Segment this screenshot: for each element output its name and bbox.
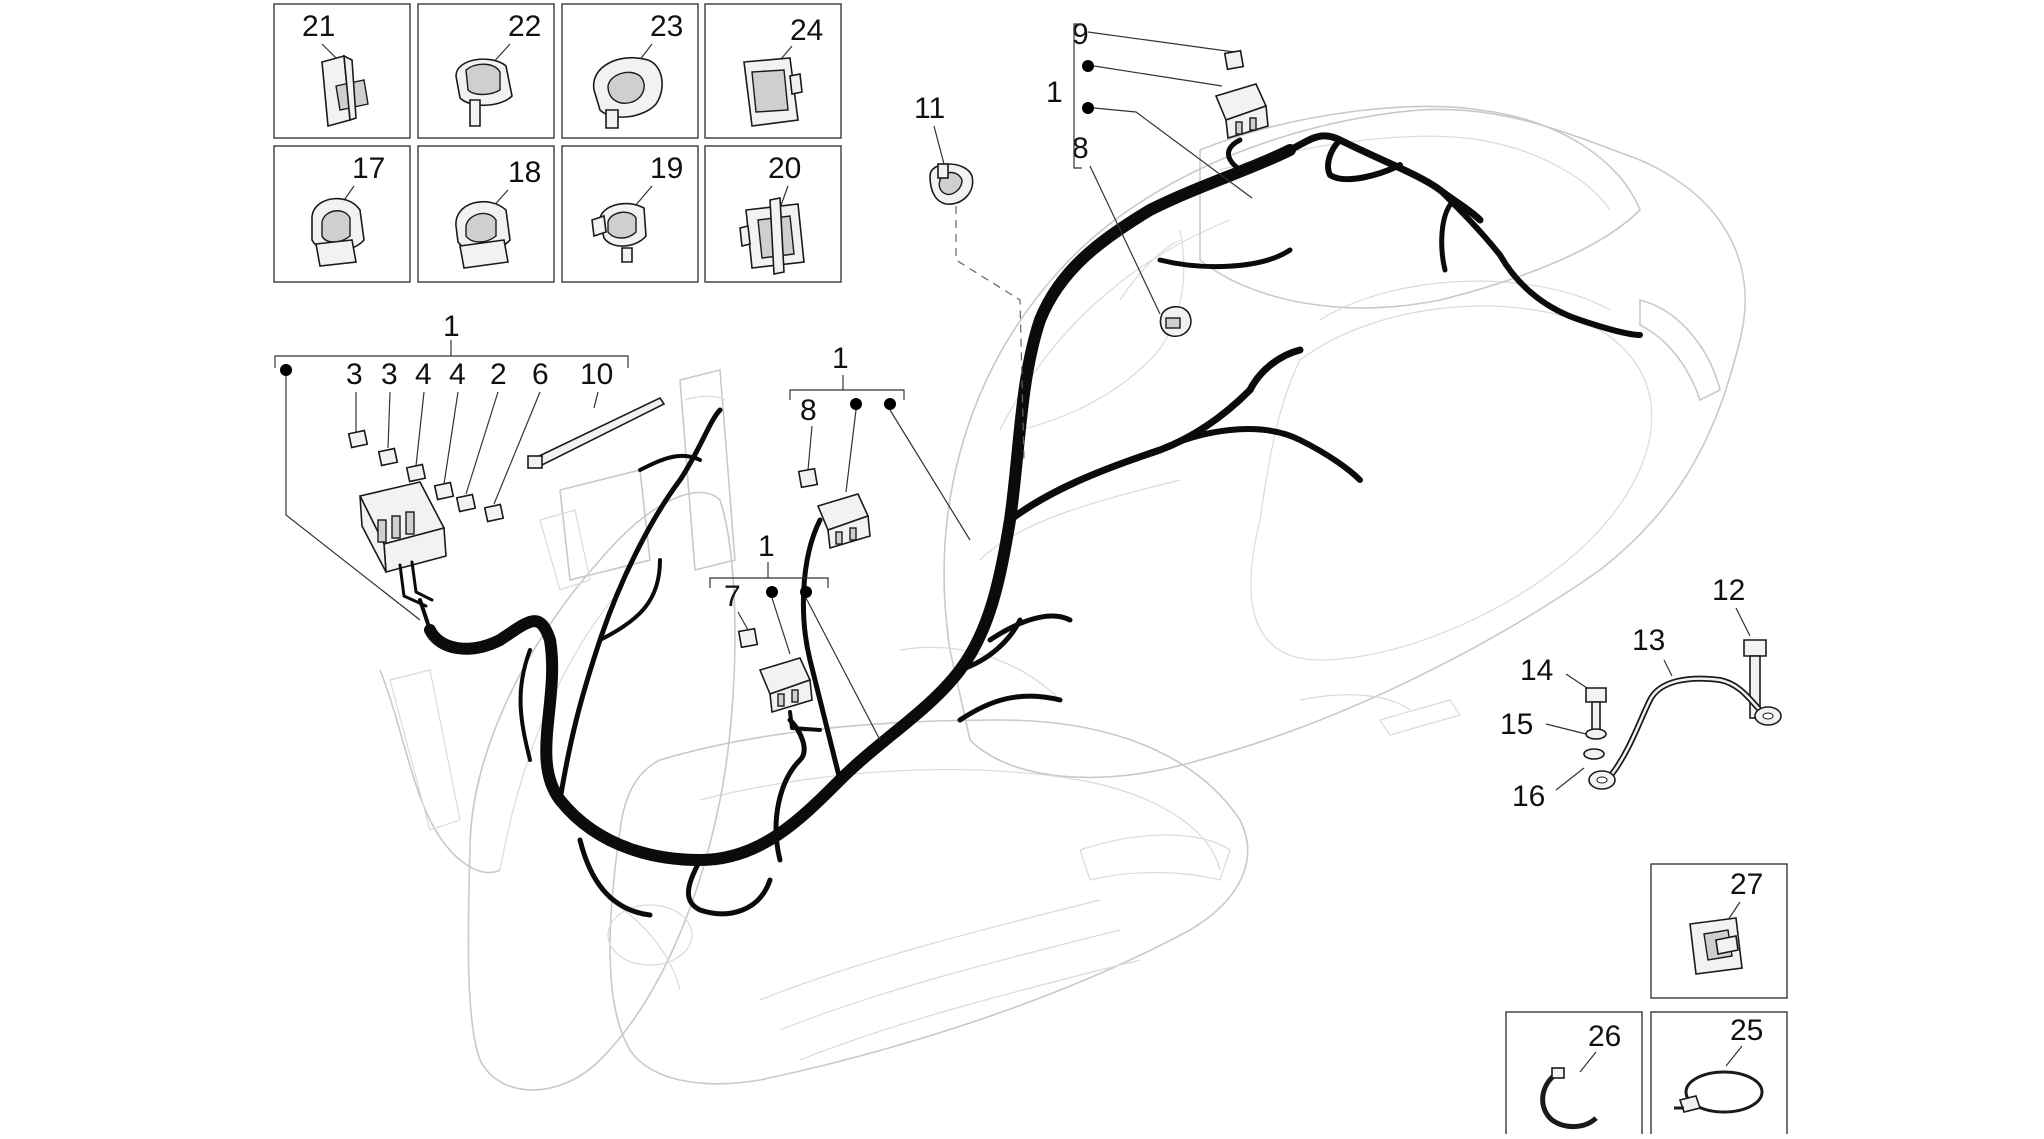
- washer-icon: [1585, 728, 1607, 740]
- scooter-body-outline: [379, 105, 1746, 1091]
- clip-part-22: [455, 43, 513, 127]
- bullet-dot: [884, 398, 896, 410]
- thumb-box-26: [1505, 1011, 1643, 1139]
- callout-1-low: 1: [758, 530, 775, 563]
- clip-part-19: [591, 185, 653, 263]
- ground-cable-icon: [1588, 675, 1782, 790]
- bolt-icon: [1585, 687, 1607, 733]
- thumb-label-18: 18: [508, 156, 541, 189]
- clip-part-24: [743, 45, 803, 127]
- fuse-icon: [405, 463, 427, 483]
- fuse-icon: [347, 429, 369, 449]
- relay-icon: [816, 493, 871, 550]
- callout-25: 25: [1730, 1014, 1763, 1047]
- thumb-label-23: 23: [650, 10, 683, 43]
- callout-16: 16: [1512, 780, 1545, 813]
- callout-10: 10: [580, 358, 613, 391]
- thumb-label-22: 22: [508, 10, 541, 43]
- callout-8-mid: 8: [800, 394, 817, 427]
- callout-7: 7: [724, 580, 741, 613]
- wiring-harness: [418, 132, 1643, 918]
- bullet-dot: [766, 586, 778, 598]
- callout-3b: 3: [381, 358, 398, 391]
- bottom-right-boxes: 27 26 25: [1505, 863, 1788, 1139]
- thumb-label-24: 24: [790, 14, 823, 47]
- callout-9: 9: [1072, 18, 1089, 51]
- bullet-dot: [280, 364, 292, 376]
- bullet-dot: [800, 586, 812, 598]
- bolt-icon: [1743, 639, 1767, 719]
- thumb-label-17: 17: [352, 152, 385, 185]
- thumb-label-20: 20: [768, 152, 801, 185]
- fuse-box-icon: [358, 481, 447, 608]
- clip-icon: [929, 163, 974, 205]
- relay-group-top: 9 1 8: [1046, 18, 1269, 338]
- fuse-icon: [797, 467, 819, 489]
- bullet-dot: [1082, 102, 1094, 114]
- part-11-group: 11: [914, 92, 1025, 461]
- callout-1-main: 1: [443, 310, 460, 343]
- cable-tie-ring-icon: [1540, 1051, 1598, 1129]
- callout-2: 2: [490, 358, 507, 391]
- bullet-dot: [1082, 60, 1094, 72]
- cable-tie-icon: [533, 396, 666, 468]
- ground-cable-group: 12 13 14 15 16: [1500, 574, 1782, 813]
- fuse-icon: [377, 447, 399, 467]
- relay-icon: [758, 657, 822, 732]
- callout-4a: 4: [415, 358, 432, 391]
- fuse-icon: [1223, 49, 1245, 71]
- clip-part-23: [592, 43, 663, 129]
- callout-3a: 3: [346, 358, 363, 391]
- callout-1-mid: 1: [832, 342, 849, 375]
- callout-15: 15: [1500, 708, 1533, 741]
- clip-part-27: [1689, 901, 1743, 975]
- callout-8-top: 8: [1072, 132, 1089, 165]
- callout-14: 14: [1520, 654, 1553, 687]
- callout-26: 26: [1588, 1020, 1621, 1053]
- thumb-box-25: [1650, 1011, 1788, 1139]
- callout-11: 11: [914, 92, 945, 125]
- callout-27: 27: [1730, 868, 1763, 901]
- callout-13: 13: [1632, 624, 1665, 657]
- thumbnail-grid: 21 22 23 24 17 18 19 20: [273, 3, 842, 283]
- fuse-icon: [737, 627, 759, 649]
- cable-strap-icon: [1674, 1045, 1764, 1114]
- thumb-label-19: 19: [650, 152, 683, 185]
- clip-part-20: [739, 185, 805, 275]
- callout-6: 6: [532, 358, 549, 391]
- relay-icon: [1214, 83, 1269, 140]
- relay-group-low: 1 7: [709, 530, 881, 741]
- callout-4b: 4: [449, 358, 466, 391]
- fuse-icon: [483, 503, 505, 523]
- connector-icon: [1159, 305, 1192, 338]
- clip-part-21: [321, 43, 369, 128]
- washer-icon: [1583, 748, 1605, 760]
- fuse-box-group: 1 3 3 4 4 2 6 10: [274, 310, 666, 621]
- clip-part-17: [311, 185, 365, 267]
- clip-part-18: [455, 189, 511, 269]
- fuse-icon: [455, 493, 477, 513]
- fuse-icon: [433, 481, 455, 501]
- cable-tie-head-icon: [527, 455, 543, 469]
- callout-12: 12: [1712, 574, 1745, 607]
- relay-group-mid: 1 8: [789, 342, 971, 550]
- thumb-label-21: 21: [302, 10, 335, 43]
- bullet-dot: [850, 398, 862, 410]
- callout-1-top: 1: [1046, 76, 1063, 109]
